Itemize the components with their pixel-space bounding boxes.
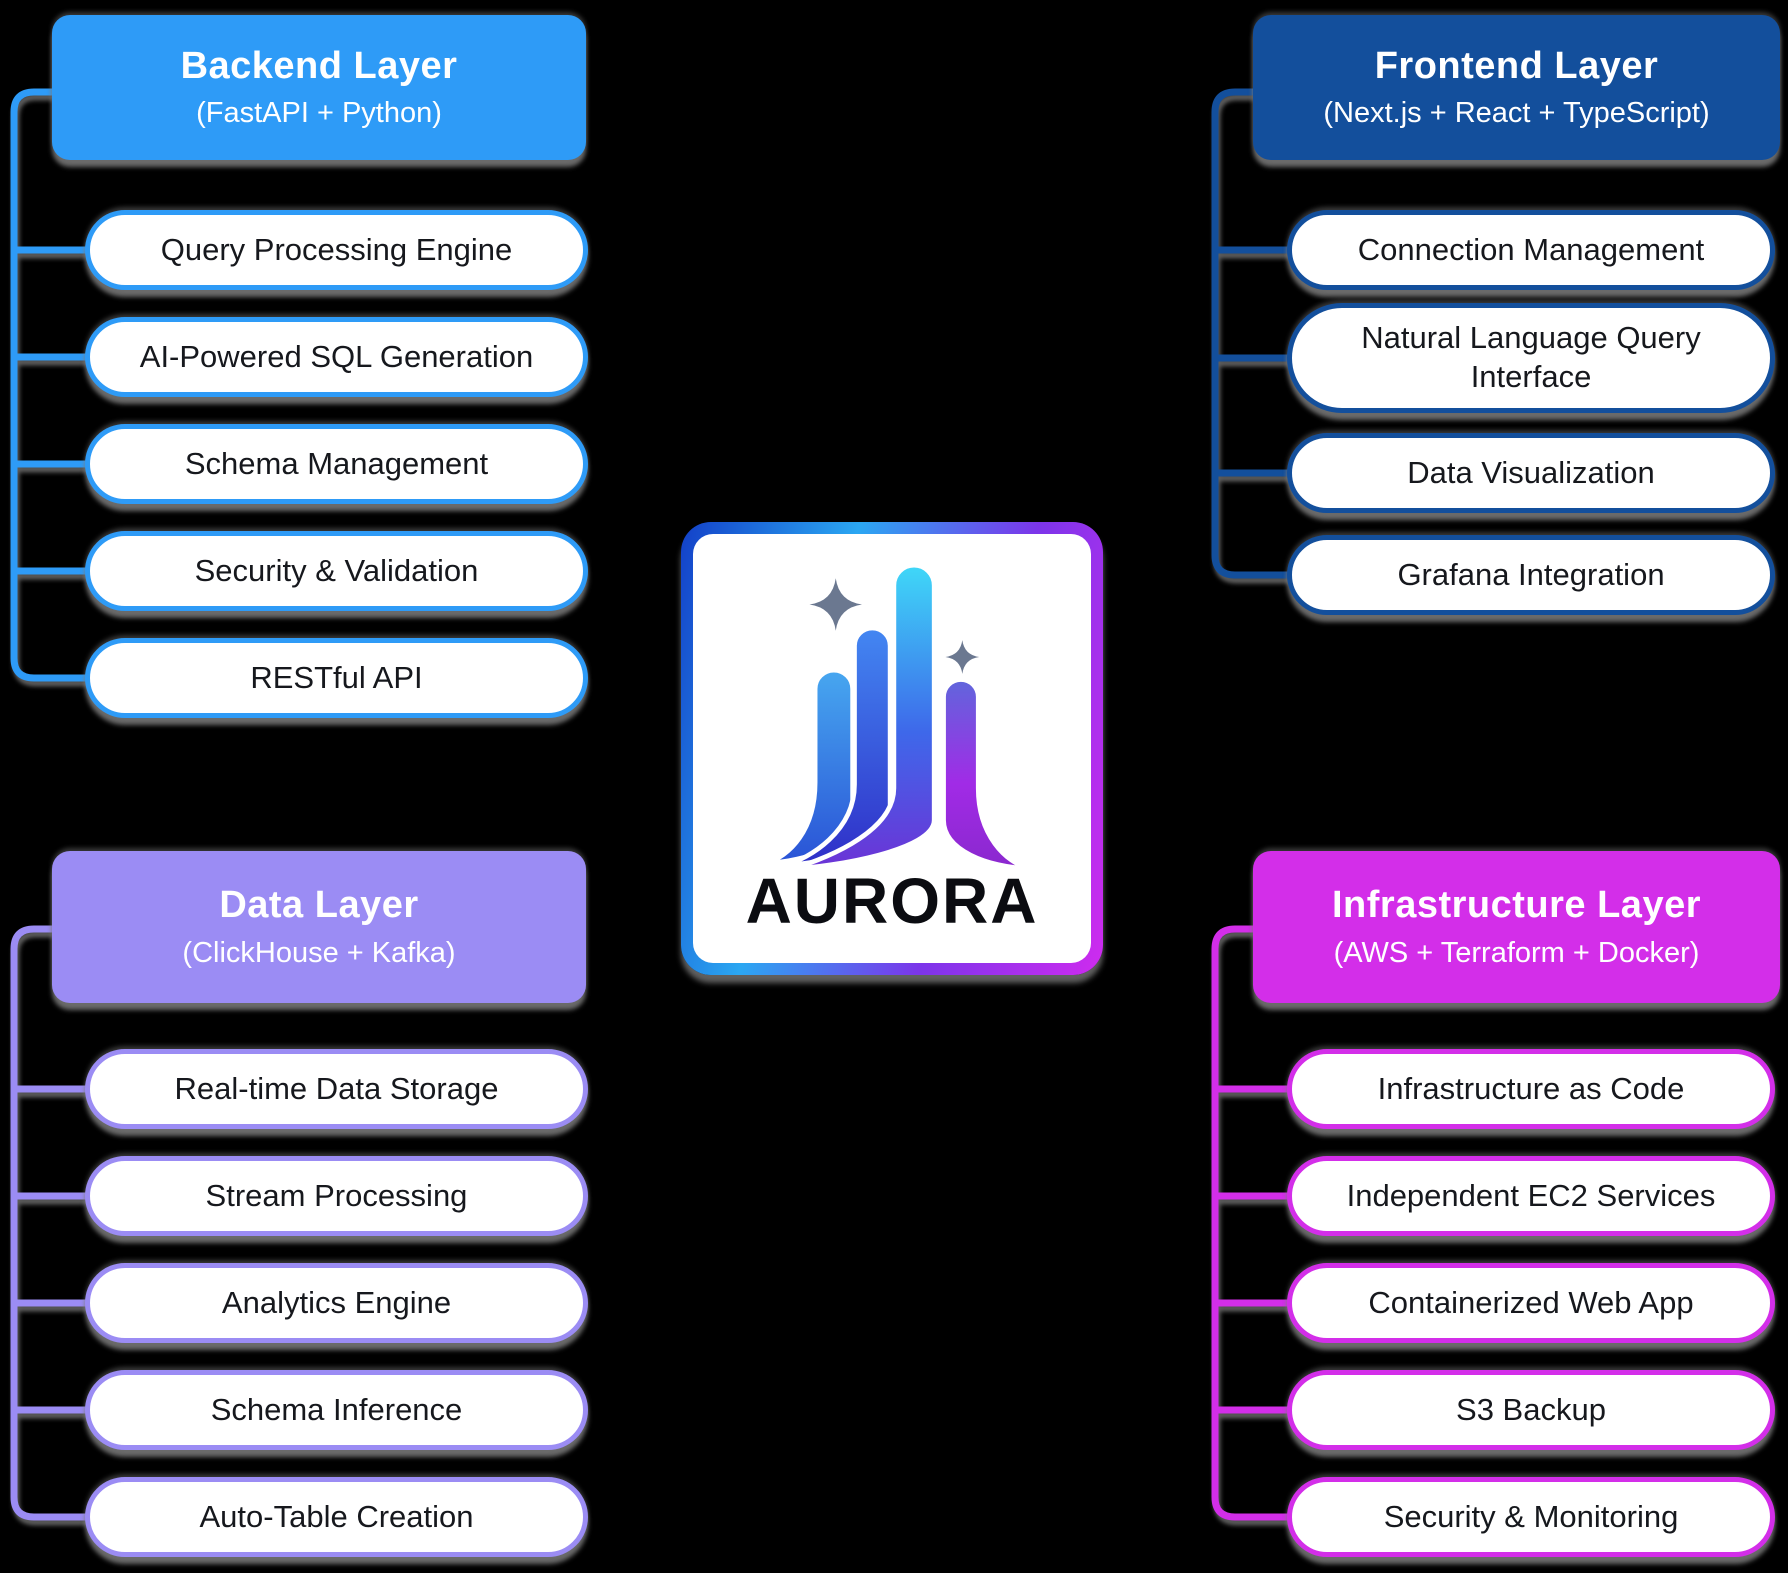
frontend-item: Natural Language Query Interface bbox=[1287, 303, 1775, 413]
connector-backend bbox=[10, 88, 93, 682]
sparkle-icon bbox=[809, 578, 862, 631]
infrastructure-item: Containerized Web App bbox=[1287, 1263, 1775, 1343]
frontend-item: Grafana Integration bbox=[1287, 535, 1775, 615]
layer-title: Backend Layer bbox=[180, 44, 458, 87]
brand-name: AURORA bbox=[745, 865, 1039, 937]
connector-frontend bbox=[1211, 88, 1295, 579]
infrastructure-layer-header: Infrastructure Layer (AWS + Terraform + … bbox=[1253, 851, 1780, 1003]
frontend-layer-header: Frontend Layer (Next.js + React + TypeSc… bbox=[1253, 15, 1780, 160]
layer-title: Infrastructure Layer bbox=[1331, 884, 1701, 927]
connector-data bbox=[10, 925, 93, 1521]
aurora-logo bbox=[763, 562, 1033, 872]
logo-bar-4 bbox=[941, 677, 1033, 872]
backend-item: RESTful API bbox=[85, 638, 588, 718]
backend-item: AI-Powered SQL Generation bbox=[85, 317, 588, 397]
backend-item: Schema Management bbox=[85, 424, 588, 504]
backend-item: Security & Validation bbox=[85, 531, 588, 611]
infrastructure-item: Security & Monitoring bbox=[1287, 1477, 1775, 1557]
infrastructure-item: Infrastructure as Code bbox=[1287, 1049, 1775, 1129]
data-item: Schema Inference bbox=[85, 1370, 588, 1450]
layer-title: Data Layer bbox=[219, 884, 419, 927]
sparkle-icon bbox=[945, 640, 980, 674]
connector-infrastructure bbox=[1211, 925, 1295, 1521]
data-item: Stream Processing bbox=[85, 1156, 588, 1236]
aurora-brand-card: AURORA bbox=[681, 522, 1103, 975]
layer-subtitle: (ClickHouse + Kafka) bbox=[182, 936, 456, 969]
data-item: Analytics Engine bbox=[85, 1263, 588, 1343]
layer-subtitle: (Next.js + React + TypeScript) bbox=[1323, 97, 1710, 130]
layer-subtitle: (AWS + Terraform + Docker) bbox=[1333, 936, 1700, 969]
data-layer-header: Data Layer (ClickHouse + Kafka) bbox=[52, 851, 586, 1003]
backend-item: Query Processing Engine bbox=[85, 210, 588, 290]
infrastructure-item: S3 Backup bbox=[1287, 1370, 1775, 1450]
data-item: Auto-Table Creation bbox=[85, 1477, 588, 1557]
backend-layer-header: Backend Layer (FastAPI + Python) bbox=[52, 15, 586, 160]
layer-subtitle: (FastAPI + Python) bbox=[196, 97, 442, 130]
layer-title: Frontend Layer bbox=[1374, 44, 1659, 87]
aurora-brand-card-inner: AURORA bbox=[693, 534, 1091, 963]
data-item: Real-time Data Storage bbox=[85, 1049, 588, 1129]
logo-bar-3 bbox=[788, 562, 937, 872]
infrastructure-item: Independent EC2 Services bbox=[1287, 1156, 1775, 1236]
frontend-item: Data Visualization bbox=[1287, 433, 1775, 513]
frontend-item: Connection Management bbox=[1287, 210, 1775, 290]
